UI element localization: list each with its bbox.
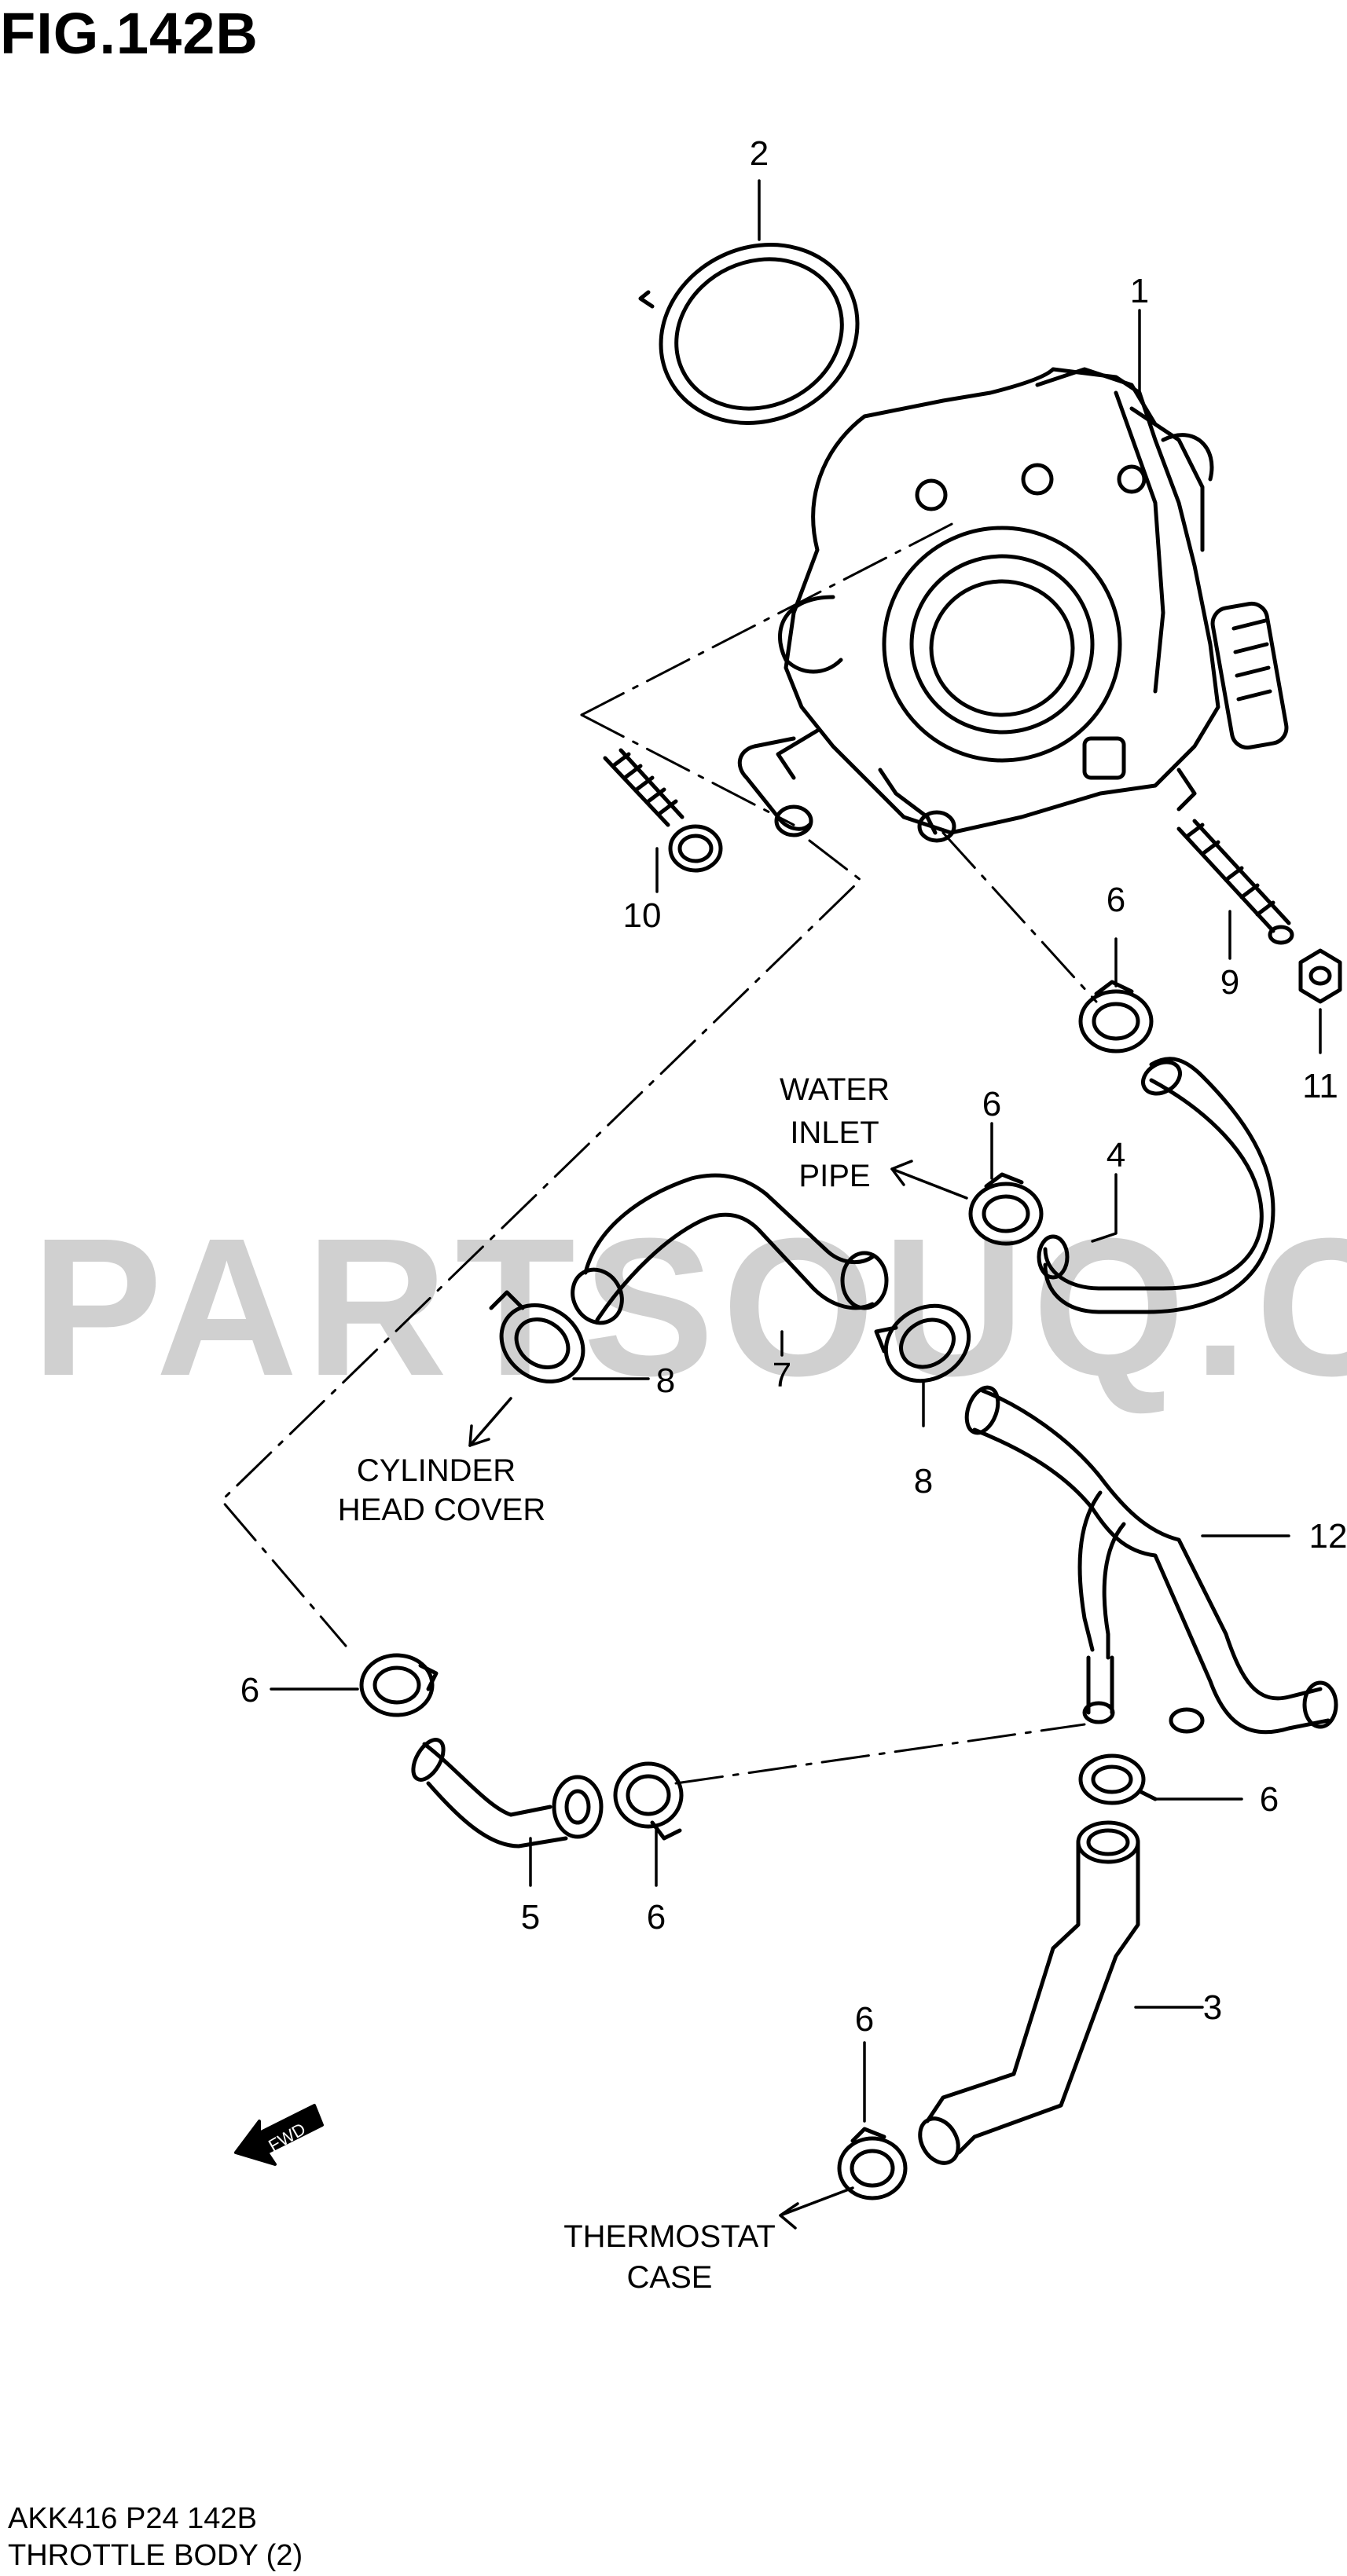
clamp-part-8-right — [874, 1303, 971, 1383]
clamp-part-6-left — [359, 1653, 439, 1717]
figure-code: AKK416 P24 142B — [8, 2502, 257, 2535]
cylinder-head-cover-label-2: HEAD COVER — [338, 1493, 546, 1527]
thermostat-case-label-2: CASE — [627, 2260, 713, 2295]
callout-6-water: 6 — [982, 1085, 1001, 1123]
callout-3: 3 — [1203, 1988, 1222, 2027]
figure-name: THROTTLE BODY (2) — [8, 2539, 303, 2572]
callout-8-right: 8 — [914, 1462, 933, 1501]
callout-4: 4 — [1107, 1136, 1125, 1174]
hose-part-7 — [571, 1173, 889, 1325]
water-inlet-pipe-label-1: WATER — [780, 1072, 890, 1107]
callout-6-left: 6 — [240, 1671, 259, 1709]
callout-6-right: 6 — [1260, 1780, 1279, 1819]
thermostat-case-label-1: THERMOSTAT — [563, 2219, 776, 2254]
callout-6-mid: 6 — [647, 1898, 666, 1937]
clamp-part-8-left — [489, 1290, 585, 1384]
callout-6-bottom: 6 — [855, 2000, 874, 2039]
hose-part-4 — [1037, 1057, 1275, 1314]
clamp-part-6-right — [1078, 1753, 1158, 1805]
leader-lines — [270, 179, 1322, 2123]
water-inlet-pipe-label-2: INLET — [790, 1116, 879, 1150]
callout-12: 12 — [1309, 1517, 1347, 1555]
callout-2: 2 — [750, 134, 769, 173]
callout-5: 5 — [521, 1898, 540, 1937]
nut-part-11 — [1298, 948, 1342, 1004]
callout-11: 11 — [1302, 1067, 1338, 1105]
destination-arrows — [468, 1160, 968, 2230]
fwd-arrow-icon — [234, 2104, 324, 2166]
clamp-part-6-water — [968, 1172, 1044, 1246]
callout-10: 10 — [623, 896, 662, 935]
pipe-part-3 — [918, 1820, 1140, 2165]
cylinder-head-cover-label-1: CYLINDER — [357, 1453, 516, 1488]
callout-8-left: 8 — [656, 1361, 675, 1400]
figure-title: FIG.142B — [0, 1, 259, 66]
pipe-part-12 — [964, 1385, 1338, 1735]
hose-part-5 — [411, 1738, 604, 1849]
clamp-part-6-bottom — [837, 2127, 908, 2200]
callout-9: 9 — [1220, 963, 1239, 1002]
watermark: PARTSOUQ.COM — [31, 1197, 1347, 1416]
stud-part-9 — [1176, 819, 1294, 945]
bolt-part-10 — [603, 748, 723, 873]
throttle-body-part-1 — [737, 367, 1289, 843]
connection-lines — [220, 521, 1098, 1785]
clamp-part-6-top — [1078, 980, 1154, 1053]
callout-6-top: 6 — [1107, 881, 1125, 919]
gasket-ring-part-2 — [638, 243, 860, 425]
callout-1: 1 — [1130, 272, 1149, 310]
clamp-part-6-mid — [613, 1761, 684, 1841]
callout-7: 7 — [773, 1356, 791, 1394]
water-inlet-pipe-label-3: PIPE — [798, 1159, 870, 1193]
